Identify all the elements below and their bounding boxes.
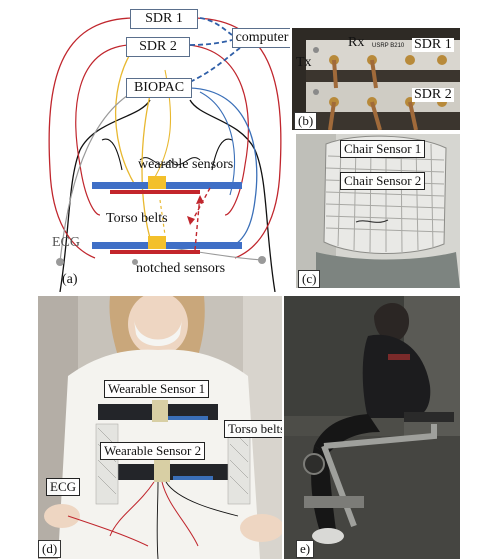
panel-b-sdr-photo: Tx Rx USRP B210 SDR 1 SDR 2 (b)	[292, 28, 460, 130]
shoe	[312, 528, 344, 544]
biopac-computer-link	[189, 47, 241, 83]
chair-seat	[316, 252, 460, 288]
sdr1-box: SDR 1	[130, 9, 198, 29]
sdr1-photo-label: SDR 1	[412, 37, 454, 52]
lower-torso-belt	[92, 242, 242, 249]
torso-belts-label: Torso belts	[106, 211, 168, 226]
panel-c-label: (c)	[298, 270, 321, 288]
bike-seat	[404, 412, 454, 422]
panel-d-label: (d)	[38, 540, 62, 558]
rx-label: Rx	[348, 35, 365, 50]
upper-torso-belt	[92, 182, 242, 189]
biopac-box: BIOPAC	[126, 78, 192, 98]
right-hand	[240, 514, 282, 542]
lower-wearable-sensor	[148, 236, 166, 249]
red-cable-left	[48, 17, 133, 259]
panel-c-chair-photo: Chair Sensor 1 Chair Sensor 2 (c)	[296, 134, 460, 288]
notched-sensors-label: notched sensors	[136, 261, 226, 276]
lower-notched-sensor	[110, 250, 200, 254]
ecg-electrode-right	[258, 256, 266, 264]
computer-box: computer	[232, 28, 290, 48]
wearable-sensor-1-label: Wearable Sensor 1	[104, 380, 210, 398]
body-outline-right	[189, 99, 276, 292]
hoodie	[362, 334, 431, 418]
sdr2-computer-link	[189, 39, 233, 46]
panel-e-label: e)	[296, 540, 315, 558]
panel-a-label: (a)	[62, 272, 78, 287]
upper-wearable-sensor	[148, 176, 166, 189]
yellow-cable-1	[115, 44, 137, 186]
panel-a-schematic: SDR 1 SDR 2 computer BIOPAC wearable sen…	[40, 0, 290, 292]
ecg-photo-label: ECG	[46, 478, 80, 496]
panel-d-person-photo: Wearable Sensor 1 Wearable Sensor 2 Tors…	[38, 296, 282, 559]
usrp-device-label: USRP B210	[372, 43, 405, 49]
ecg-electrode-left	[56, 258, 64, 266]
ecg-label: ECG	[52, 235, 80, 250]
ecg-wire-left	[59, 87, 141, 263]
sdr2-photo-label: SDR 2	[412, 87, 454, 102]
yellow-cable-2	[141, 94, 153, 246]
upper-notched-sensor	[110, 190, 200, 194]
bike-frame	[323, 424, 437, 449]
wearable-sensors-label: wearable sensors	[138, 157, 234, 172]
wearable-sensor-2-label: Wearable Sensor 2	[100, 442, 206, 460]
sdr2-box: SDR 2	[126, 37, 190, 57]
left-hand	[44, 504, 80, 528]
wearable-sensor-2	[154, 460, 170, 482]
chair-photo	[296, 134, 460, 288]
chair-sensor-2-label: Chair Sensor 2	[340, 172, 426, 190]
sdr1-computer-link	[199, 17, 233, 36]
panel-e-cycling-photo: e)	[284, 296, 460, 559]
bike-flywheel	[303, 453, 325, 475]
blue-cable-right	[189, 87, 258, 249]
schematic-drawing	[48, 17, 282, 292]
tx-label: Tx	[296, 55, 312, 70]
head	[374, 302, 410, 342]
torso-belts-photo-label: Torso belts	[224, 420, 282, 438]
panel-b-label: (b)	[294, 112, 318, 130]
person-on-exercise-bike-photo	[284, 296, 460, 559]
face-mask	[134, 320, 182, 346]
chair-sensor-1-label: Chair Sensor 1	[340, 140, 426, 158]
red-cable-right	[194, 17, 282, 259]
wearable-sensor-1	[152, 400, 168, 422]
